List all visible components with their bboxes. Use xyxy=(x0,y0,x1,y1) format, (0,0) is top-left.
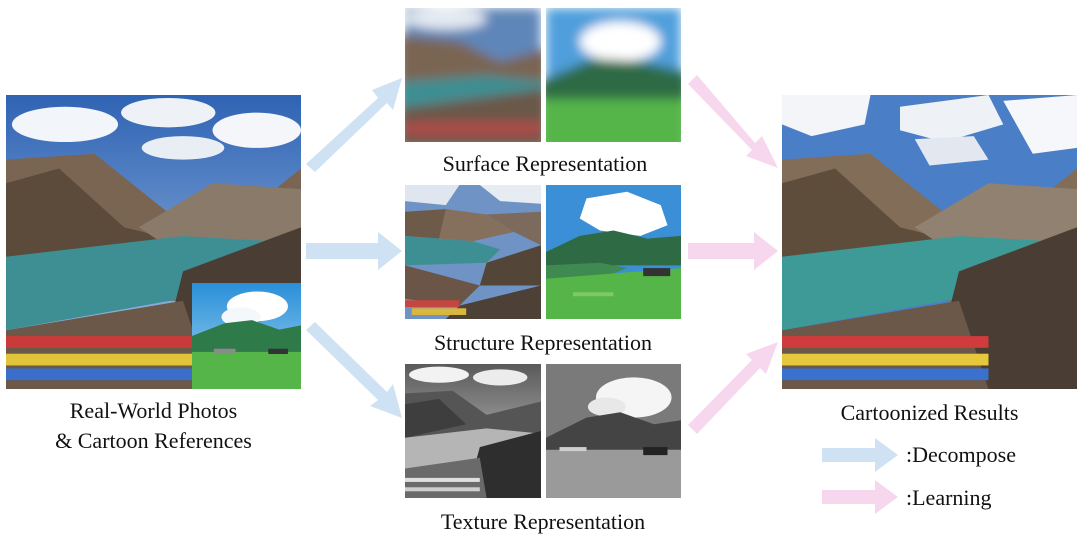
real-world-photo xyxy=(6,95,301,389)
surface-cartoon xyxy=(546,8,681,142)
legend-learning-arrow xyxy=(822,480,898,514)
learning-arrow-down xyxy=(688,75,778,168)
decompose-arrow-right xyxy=(306,232,402,270)
decompose-arrow-down xyxy=(306,322,402,418)
output-label: Cartoonized Results xyxy=(840,400,1019,425)
learning-arrow-up xyxy=(688,342,778,434)
structure-cartoon xyxy=(546,185,681,319)
texture-label: Texture Representation xyxy=(440,509,646,534)
structure-photo xyxy=(405,185,541,319)
texture-cartoon xyxy=(546,364,681,498)
legend-decompose-label: :Decompose xyxy=(906,442,1016,467)
cartoon-reference-image xyxy=(192,283,301,389)
texture-photo xyxy=(405,364,541,498)
structure-label: Structure Representation xyxy=(433,330,653,355)
input-label: Real-World Photos & Cartoon References xyxy=(6,396,301,456)
surface-photo xyxy=(405,8,541,142)
input-label-line-2: & Cartoon References xyxy=(55,428,252,453)
legend-decompose-arrow xyxy=(822,438,898,472)
decompose-arrow-up xyxy=(306,78,402,172)
input-label-line-1: Real-World Photos xyxy=(69,398,238,423)
legend-learning-label: :Learning xyxy=(906,485,992,510)
cartoonized-result xyxy=(782,95,1077,389)
surface-label: Surface Representation xyxy=(442,151,648,176)
learning-arrow-right xyxy=(688,232,778,270)
